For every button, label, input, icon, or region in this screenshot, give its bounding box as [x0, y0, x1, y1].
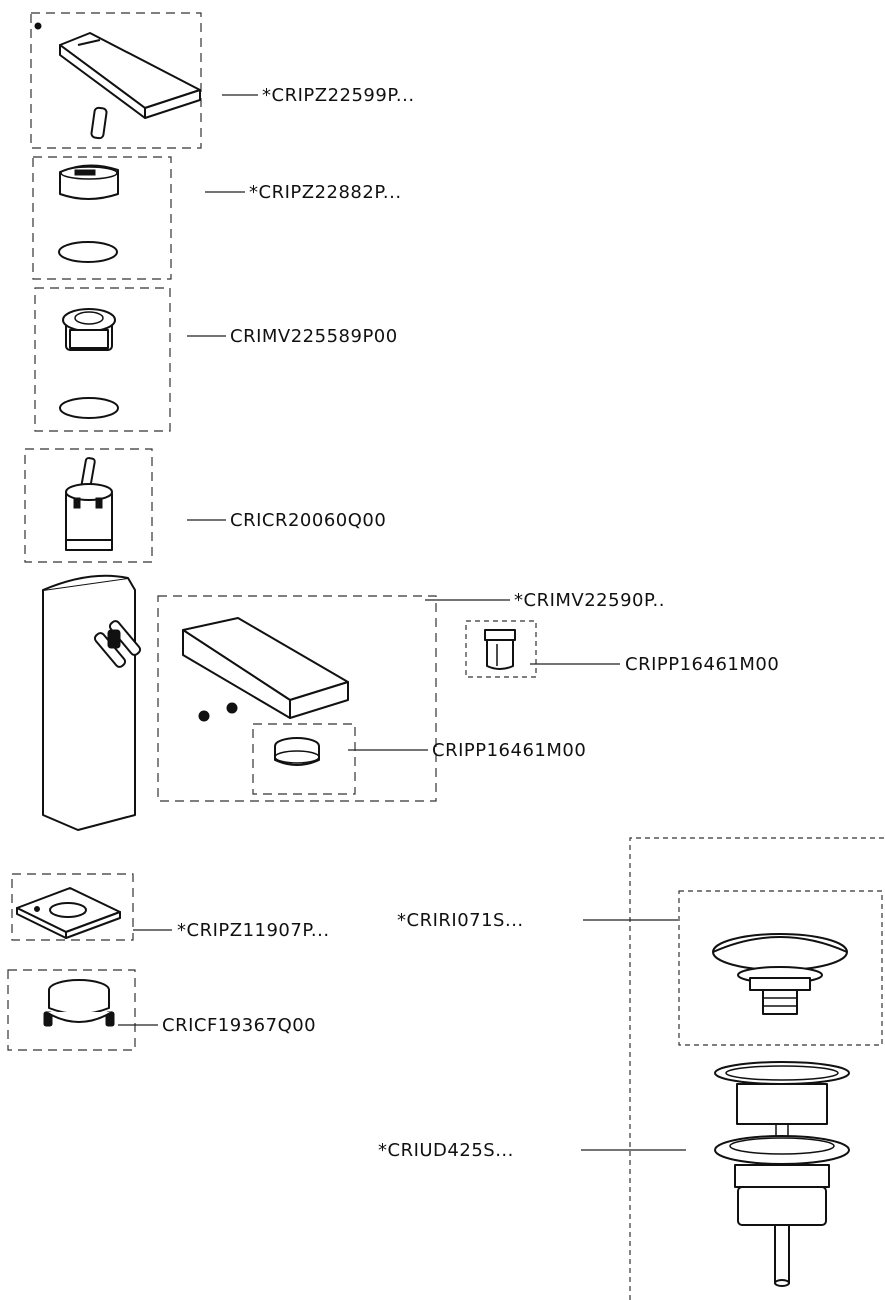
valve-nut-group: CRIMV225589P00 [34, 287, 398, 432]
part-code-cartridge: CRICR20060Q00 [230, 510, 386, 531]
base-plate-drawing [16, 887, 121, 939]
valve-nut-drawing [62, 308, 116, 351]
part-code-drain-cap: *CRIRI071S... [397, 910, 524, 931]
part-code-mounting-nut: CRICF19367Q00 [162, 1015, 316, 1036]
aerator-group: CRIPP16461M00 [465, 620, 779, 678]
cap-group: *CRIPZ22882P... [32, 156, 402, 280]
drain-body-drawing [714, 1061, 850, 1287]
part-code-cap: *CRIPZ22882P... [249, 182, 402, 203]
handle-pin-drawing [90, 106, 108, 140]
mounting-nut-group: CRICF19367Q00 [7, 969, 316, 1051]
cartridge-drawing [65, 457, 113, 551]
mounting-nut-drawing [43, 979, 115, 1027]
part-code-drain-body: *CRIUD425S... [378, 1140, 514, 1161]
part-code-base-plate: *CRIPZ11907P... [177, 920, 330, 941]
valve-o-ring [59, 397, 119, 419]
drain-cap-drawing [712, 933, 848, 1015]
faucet-body-drawing [42, 574, 142, 831]
part-code-aerator-ring: CRIPP16461M00 [432, 740, 586, 761]
aerator-ring-drawing [274, 737, 320, 766]
drain-group: *CRIRI071S... *CRIUD425S... [378, 837, 885, 1300]
spout-kit-group: *CRIMV22590P.. CRIPP16461M00 [42, 574, 665, 831]
part-code-aerator: CRIPP16461M00 [625, 654, 779, 675]
spout-drawing [182, 617, 349, 719]
part-code-handle: *CRIPZ22599P... [262, 85, 415, 106]
base-plate-group: *CRIPZ11907P... [11, 873, 330, 941]
aerator-drawing [484, 629, 516, 670]
part-code-valve-nut: CRIMV225589P00 [230, 326, 398, 347]
cap-o-ring [58, 241, 118, 263]
handle-lever-drawing [59, 32, 201, 119]
cartridge-group: CRICR20060Q00 [24, 448, 386, 563]
cap-drawing [59, 164, 119, 200]
handle-group: *CRIPZ22599P... [30, 12, 415, 149]
part-code-spout-kit: *CRIMV22590P.. [514, 590, 665, 611]
